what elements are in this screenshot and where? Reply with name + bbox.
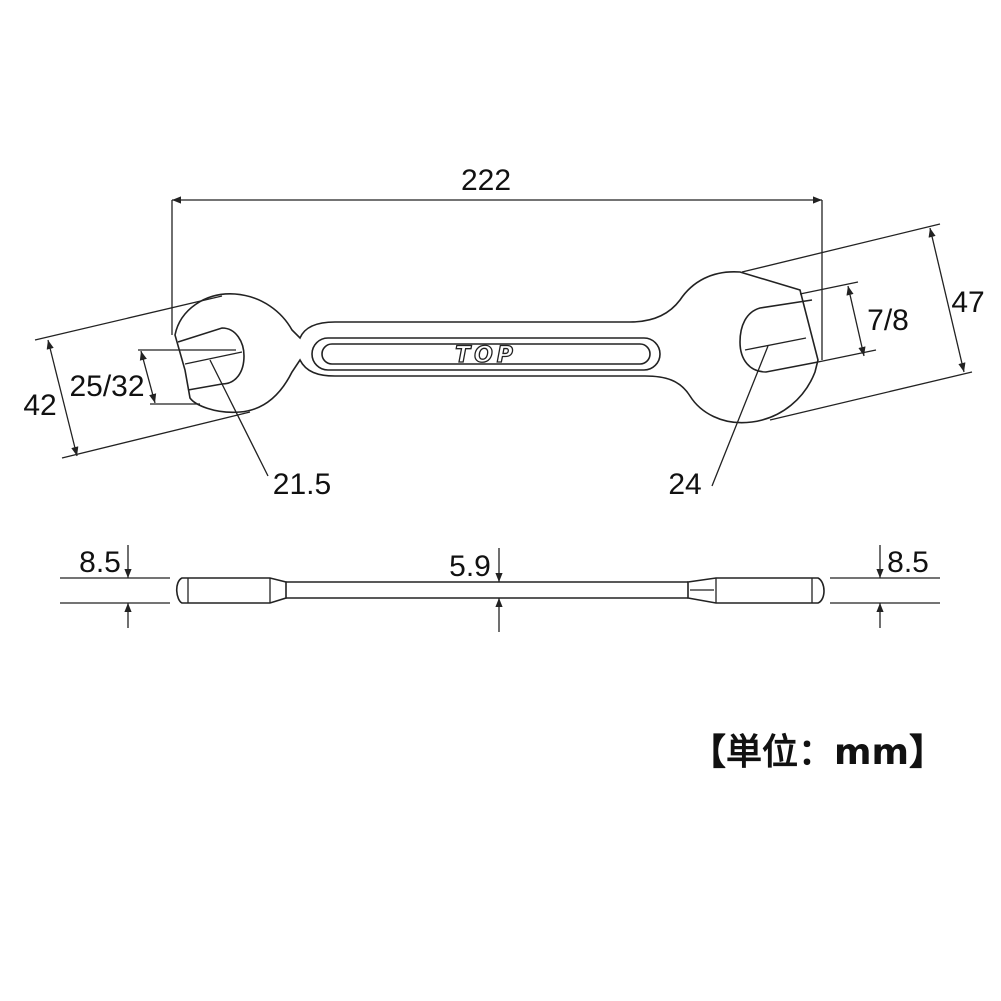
left-jaw-opening <box>177 327 245 391</box>
dim-center-thickness: 5.9 <box>449 548 503 632</box>
dim-left-opening-inch: 25/32 <box>69 349 236 405</box>
dim-total-length: 222 <box>171 164 823 360</box>
dim-right-thickness: 8.5 <box>830 545 940 628</box>
wrench-side-view <box>175 577 825 604</box>
handle-slot <box>311 337 661 371</box>
dim-left-head-height-label: 42 <box>23 389 56 422</box>
dim-right-opening-inch-label: 7/8 <box>867 304 909 337</box>
wrench-top-view: TOP <box>174 271 819 424</box>
brand-logo: TOP <box>455 343 517 368</box>
dim-center-thickness-label: 5.9 <box>449 550 491 583</box>
dim-right-opening-inch: 7/8 <box>799 281 909 363</box>
left-head-outline <box>174 271 819 424</box>
dim-left-thickness: 8.5 <box>60 545 170 628</box>
dim-total-length-label: 222 <box>461 164 511 197</box>
side-left-end <box>175 577 287 604</box>
side-right-end <box>687 577 825 604</box>
dim-right-head-height: 47 <box>741 223 985 421</box>
dim-left-opening-mm: 21.5 <box>184 351 331 501</box>
dim-left-opening-inch-label: 25/32 <box>69 370 144 403</box>
dim-left-head-height: 42 <box>23 295 251 459</box>
handle-slot-inner <box>321 343 651 365</box>
dim-left-thickness-label: 8.5 <box>79 546 121 579</box>
dim-right-thickness-label: 8.5 <box>887 546 929 579</box>
dim-left-opening-mm-label: 21.5 <box>273 468 331 501</box>
dim-right-head-height-label: 47 <box>951 286 984 319</box>
unit-label: 【単位：mm】 <box>690 732 945 773</box>
dim-right-opening-mm-label: 24 <box>668 468 701 501</box>
right-jaw-opening <box>739 299 819 373</box>
dim-right-opening-mm: 24 <box>668 337 807 501</box>
